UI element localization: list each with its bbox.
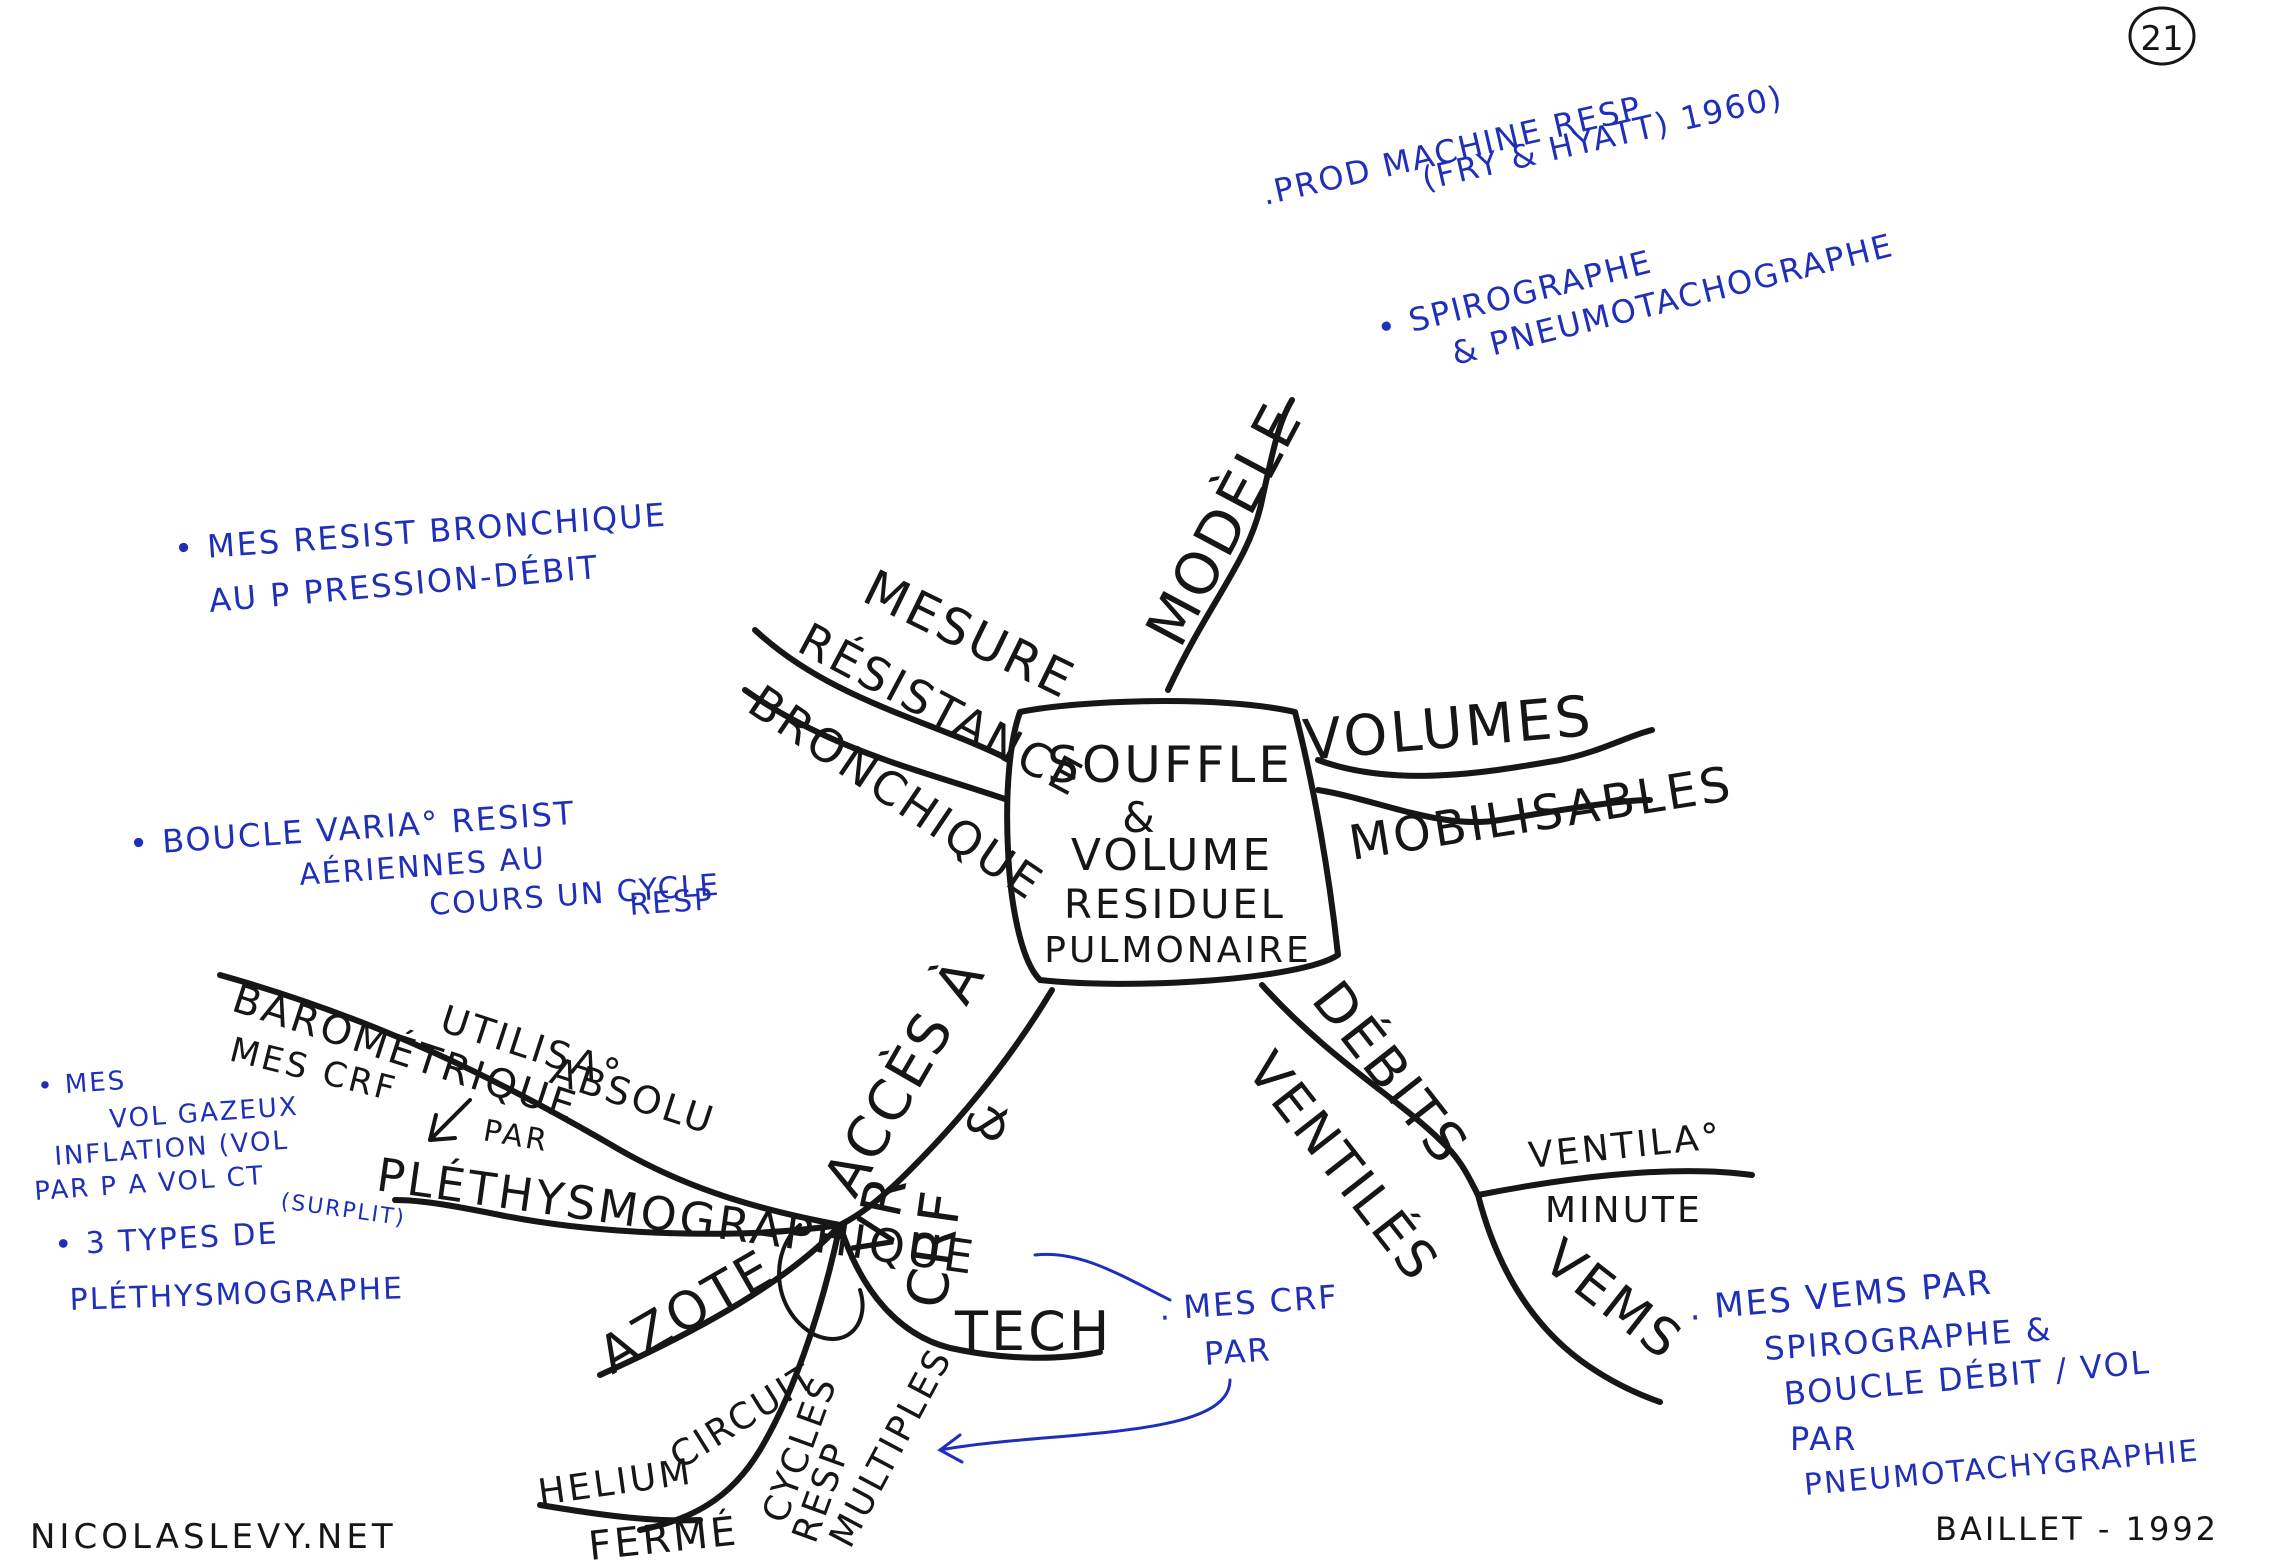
label-vems: VEMS (1532, 1228, 1694, 1373)
note-vems-5: PNEUMOTACHYGRAPHIE (1803, 1434, 2201, 1503)
center-line-1: SOUFFLE (1047, 736, 1293, 794)
branch-plethysmo-line (217, 972, 843, 1228)
crf-arrow-line (938, 1378, 1232, 1452)
branch-volumes-lower-line (1315, 787, 1653, 826)
branch-acces-line (837, 987, 1055, 1228)
center-line-4: RESIDUEL (1064, 882, 1286, 928)
page-number: 21 (2140, 19, 2183, 59)
label-tech: TECH (954, 1300, 1112, 1363)
center-line-5: PULMONAIRE (1044, 930, 1311, 971)
branch-mesure-upper-line (752, 627, 1013, 763)
branch-debits-line (1259, 982, 1481, 1198)
note-vems-4: PAR (1790, 1420, 1857, 1458)
note-pletysmo-1: • MES (36, 1066, 127, 1102)
center-line-2: & (1122, 793, 1158, 842)
note-pletysmo-6: • 3 TYPES DE (54, 1216, 280, 1263)
footer-author: BAILLET - 1992 (1935, 1510, 2219, 1548)
barometrique-arrow (428, 1098, 472, 1142)
crf-arrow-head (937, 1433, 964, 1464)
notes: .PROD MACHINE RESP (FRY & HYATT) 1960) •… (33, 78, 2200, 1503)
label-ampersand: & (955, 1094, 1020, 1147)
branch-helium-base-line (537, 1502, 703, 1524)
center-node: SOUFFLE & VOLUME RESIDUEL PULMONAIRE (1004, 698, 1341, 987)
branch-azote-line (597, 1222, 843, 1378)
page-number-group: 21 (2128, 6, 2196, 66)
branch-helium-line (637, 1222, 843, 1533)
crf-connector (1033, 1252, 1172, 1302)
note-crf-1: . MES CRF (1158, 1278, 1340, 1328)
label-minute: MINUTE (1545, 1190, 1703, 1231)
label-azote: AZOTE (589, 1238, 785, 1386)
label-helium: HELIUM (536, 1452, 696, 1514)
label-modele: MODÈLE (1131, 391, 1316, 656)
note-pletysmo-7: PLÉTHYSMOGRAPHE (69, 1270, 405, 1318)
footer: NICOLASLEVY.NET BAILLET - 1992 (30, 1510, 2219, 1557)
branch-vems-line (1475, 1192, 1663, 1405)
note-boucle-4: RESP (628, 882, 715, 923)
junction-loop (777, 1223, 865, 1341)
branch-ventilation-line (1475, 1168, 1755, 1198)
branch-mesure-lower-line (742, 687, 1011, 803)
branch-plethysmo-lower-line (392, 1197, 843, 1237)
footer-site: NICOLASLEVY.NET (30, 1517, 397, 1557)
branch-tech-line (837, 1222, 1103, 1361)
note-crf-2: PAR (1203, 1330, 1273, 1373)
branch-lines (217, 397, 1755, 1533)
center-node-border (1004, 698, 1341, 987)
branch-volumes-upper-line (1315, 727, 1655, 779)
page-number-circle (2128, 6, 2196, 66)
label-ventilation: VENTILA° (1527, 1116, 1725, 1177)
label-acces: ACCÈS À (811, 946, 999, 1207)
branch-modele-line (1165, 397, 1295, 693)
center-line-3: VOLUME (1071, 830, 1273, 881)
